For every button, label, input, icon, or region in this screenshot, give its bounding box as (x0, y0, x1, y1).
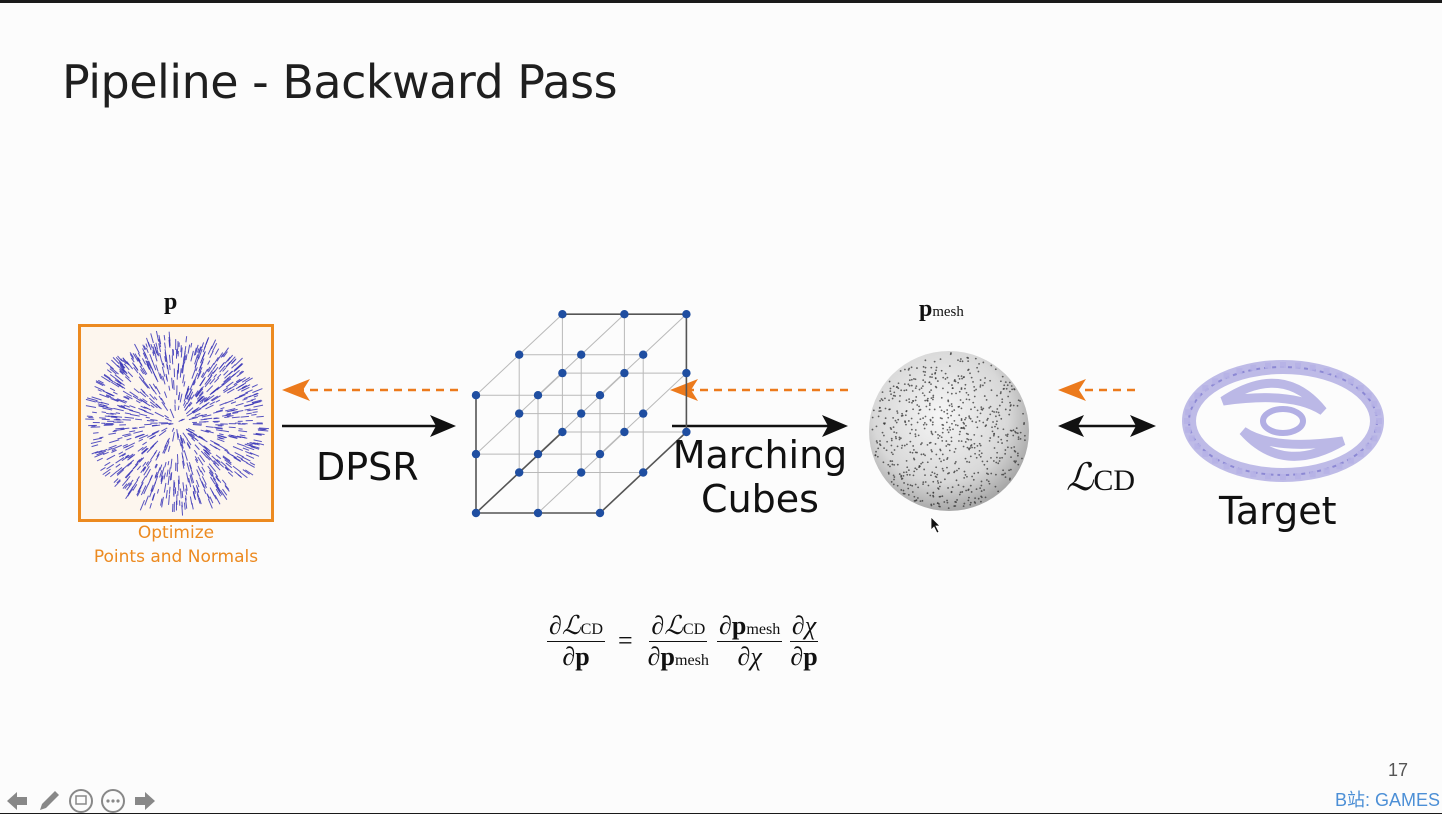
marching-label-line2: Cubes (672, 477, 848, 521)
backward-arrowhead-3 (1058, 379, 1086, 401)
mesh-symbol: pmesh (919, 296, 964, 323)
slide: Pipeline - Backward Pass p Optimize Poin… (0, 3, 1442, 813)
dpsr-label: DPSR (316, 445, 419, 489)
caption-line2: Points and Normals (78, 547, 274, 567)
arrow-right-icon[interactable] (132, 788, 158, 814)
loss-label: ℒCD (1066, 455, 1135, 500)
lhs-fraction: ∂ℒCD ∂p (547, 611, 605, 672)
mesh-symbol-sub: mesh (932, 304, 963, 320)
target-label: Target (1219, 489, 1337, 533)
target-shape-image (1184, 362, 1382, 480)
watermark: B站: GAMES (1335, 786, 1440, 812)
mouse-cursor-icon (930, 516, 942, 534)
equals-sign: = (618, 626, 633, 656)
pen-icon[interactable] (36, 788, 62, 814)
mesh-sphere-points (872, 352, 1026, 509)
rhs-fraction-1: ∂ℒCD ∂pmesh (646, 611, 711, 672)
point-cloud-image (81, 327, 271, 519)
more-icon[interactable] (100, 788, 126, 814)
presentation-toolbar (4, 788, 158, 814)
loss-symbol: ℒ (1066, 457, 1093, 499)
points-panel (78, 324, 274, 522)
loss-arrowhead-left (1058, 415, 1084, 437)
loss-arrowhead-right (1130, 415, 1156, 437)
optimize-caption: Optimize Points and Normals (78, 523, 274, 567)
slides-icon[interactable] (68, 788, 94, 814)
rhs-fraction-3: ∂χ ∂p (788, 611, 819, 672)
marching-cubes-label: Marching Cubes (672, 433, 848, 521)
backward-arrowhead-2 (670, 379, 698, 401)
forward-arrowhead-dpsr (430, 415, 456, 437)
gradient-equation: ∂ℒCD ∂p = ∂ℒCD ∂pmesh ∂pmesh ∂χ ∂χ ∂p (544, 611, 823, 672)
loss-sub: CD (1093, 464, 1135, 497)
slide-title: Pipeline - Backward Pass (62, 55, 617, 109)
mesh-sphere-image (869, 351, 1029, 511)
caption-line1: Optimize (78, 523, 274, 543)
mesh-symbol-p: p (919, 296, 932, 322)
voxel-grid-image (472, 310, 691, 517)
marching-label-line1: Marching (672, 433, 848, 477)
rhs-fraction-2: ∂pmesh ∂χ (717, 611, 782, 672)
points-symbol: p (164, 289, 177, 316)
arrow-left-icon[interactable] (4, 788, 30, 814)
page-number: 17 (1388, 760, 1408, 781)
backward-arrowhead-1 (282, 379, 310, 401)
